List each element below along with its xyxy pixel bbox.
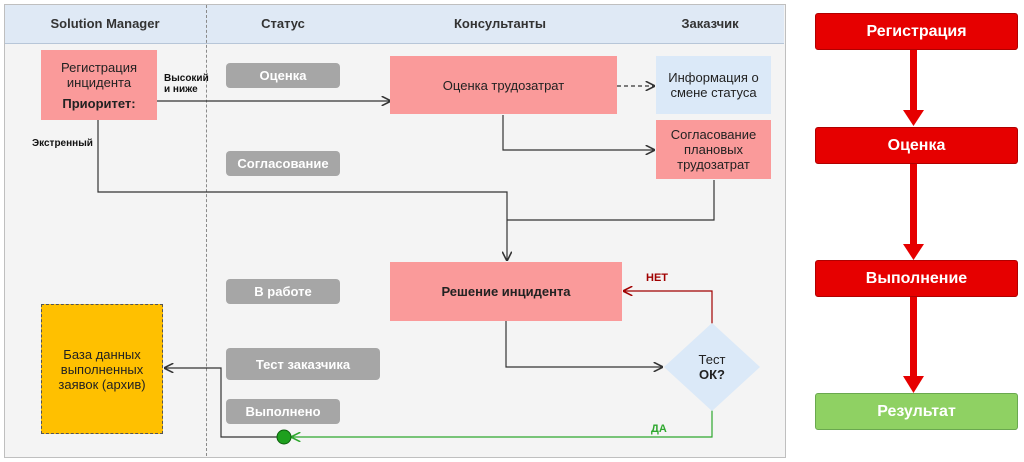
edge-approval-to-solution bbox=[507, 180, 715, 221]
approval-box: Согласование плановых трудозатрат bbox=[656, 120, 771, 179]
edge-label-high-low: Высокий и ниже bbox=[164, 73, 209, 95]
lane-consultants: Консультанты bbox=[453, 16, 547, 31]
done-junction bbox=[276, 429, 292, 445]
process-step-estimate: Оценка bbox=[815, 127, 1018, 164]
priority-label: Приоритет: bbox=[62, 95, 136, 111]
flow-connectors bbox=[97, 0, 715, 445]
registration-box: Регистрация инцидента Приоритет: bbox=[41, 50, 157, 120]
edge-test-yes bbox=[292, 410, 713, 437]
estimate-box: Оценка трудозатрат bbox=[390, 56, 617, 114]
edge-done-to-archive bbox=[165, 368, 278, 438]
status-info-box: Информация о смене статуса bbox=[656, 56, 771, 114]
test-decision-text: Тест ОК? bbox=[684, 350, 740, 384]
status-approval: Согласование bbox=[226, 151, 340, 176]
status-customer-test: Тест заказчика bbox=[226, 348, 380, 380]
process-step-result: Результат bbox=[815, 393, 1018, 430]
process-step-execution: Выполнение bbox=[815, 260, 1018, 297]
test-decision-line2: ОК? bbox=[699, 367, 725, 382]
test-decision bbox=[664, 323, 760, 411]
registration-label: Регистрация инцидента bbox=[61, 59, 137, 90]
edge-label-no: НЕТ bbox=[646, 272, 668, 284]
edge-solution-to-test bbox=[505, 321, 662, 367]
edge-urgent-to-solution bbox=[97, 120, 507, 260]
lane-divider bbox=[206, 5, 207, 456]
process-step-registration: Регистрация bbox=[815, 13, 1018, 50]
solution-box: Решение инцидента bbox=[390, 262, 622, 321]
lane-header: Solution Manager Статус Консультанты Зак… bbox=[5, 5, 784, 44]
status-in-work: В работе bbox=[226, 279, 340, 304]
edge-label-yes: ДА bbox=[651, 423, 667, 435]
lane-customer: Заказчик bbox=[681, 16, 739, 31]
edge-estimate-to-approval bbox=[502, 115, 654, 150]
lane-status: Статус bbox=[261, 16, 305, 31]
edge-label-urgent: Экстренный bbox=[32, 138, 93, 149]
edge-test-no bbox=[624, 291, 713, 325]
archive-box: База данных выполненных заявок (архив) bbox=[41, 304, 163, 434]
status-done: Выполнено bbox=[226, 399, 340, 424]
status-estimate: Оценка bbox=[226, 63, 340, 88]
test-decision-line1: Тест bbox=[698, 352, 726, 367]
lane-solution-manager: Solution Manager bbox=[50, 16, 160, 31]
process-arrows bbox=[903, 50, 924, 393]
